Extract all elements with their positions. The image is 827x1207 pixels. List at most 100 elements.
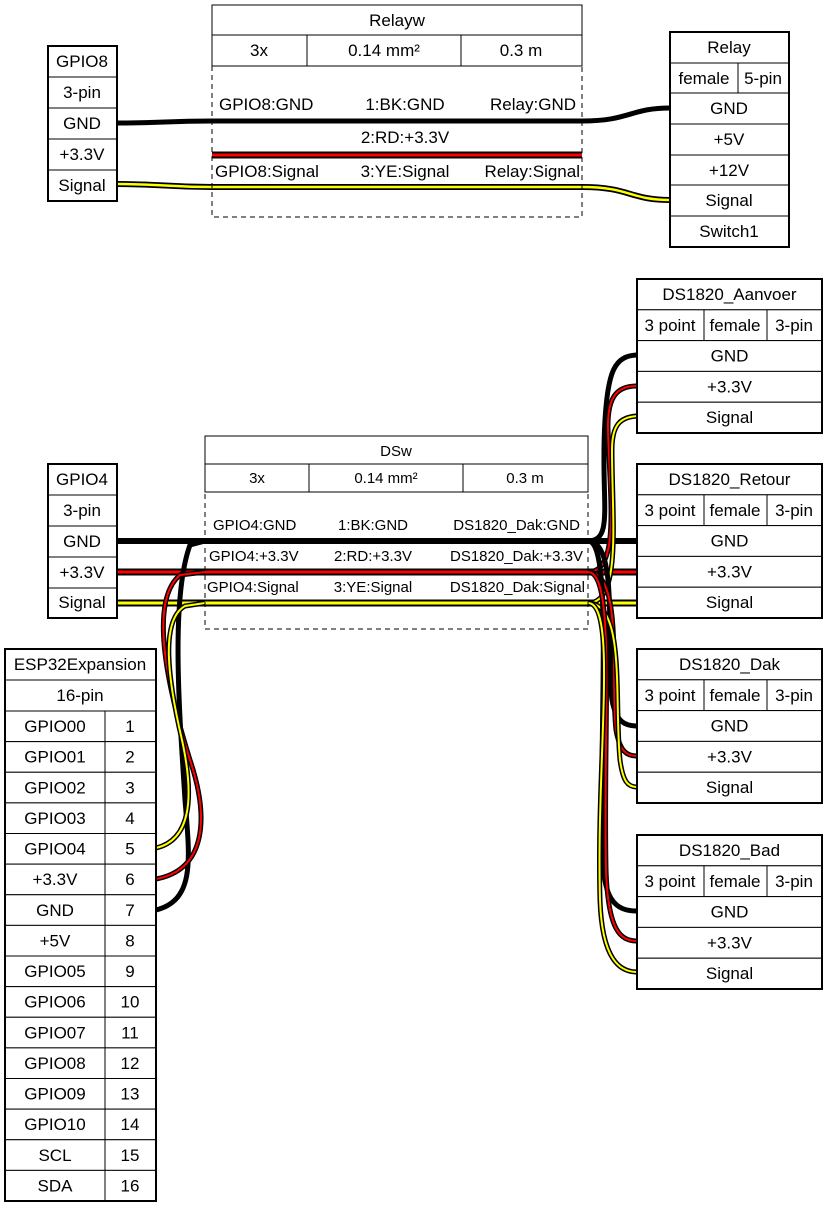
wire-esp32-loops <box>155 538 206 913</box>
pin-label: GPIO08 <box>24 1054 85 1073</box>
pin-label: +3.3V <box>33 870 79 889</box>
connector-type: 3-pin <box>63 501 101 520</box>
pin-label: GPIO00 <box>24 717 85 736</box>
pin-label: SCL <box>38 1146 71 1165</box>
connector-type: 3-pin <box>63 83 101 102</box>
pin-label: GPIO07 <box>24 1023 85 1042</box>
pin-label: +3.3V <box>707 747 753 766</box>
pin-label: +3.3V <box>707 562 753 581</box>
pin-label: Signal <box>58 593 105 612</box>
connector-name: GPIO8 <box>56 52 108 71</box>
pin-label: Signal <box>705 191 752 210</box>
pin-number: 13 <box>121 1085 140 1104</box>
pin-number: 10 <box>121 993 140 1012</box>
esp32-pin-row: GPIO06 10 <box>4 986 157 1018</box>
connector-name: DS1820_Dak <box>679 655 781 674</box>
pin-label: GPIO04 <box>24 840 85 859</box>
wire-label-right: Relay:Signal <box>485 162 580 181</box>
wire-label-mid: 2:RD:+3.3V <box>361 128 450 147</box>
pin-number: 4 <box>125 809 134 828</box>
connector-attr: female <box>709 686 760 705</box>
esp32-pin-row: SCL 15 <box>4 1139 157 1171</box>
cable-relayw-gauge: 0.14 mm² <box>348 41 420 60</box>
cable-relayw: Relayw 3x 0.14 mm² 0.3 m GPIO8:GND 1:BK:… <box>211 4 583 218</box>
connector-relay: Relay female 5-pin GND +5V +12V Signal S… <box>669 31 790 248</box>
pin-label: GPIO01 <box>24 748 85 767</box>
pin-number: 11 <box>121 1023 139 1042</box>
pin-number: 15 <box>121 1146 140 1165</box>
pin-label: +12V <box>709 161 750 180</box>
wire-label-left: GPIO4:GND <box>213 517 297 534</box>
connector-attr: 3-pin <box>775 686 813 705</box>
pin-number: 3 <box>125 778 134 797</box>
connector-name: DS1820_Bad <box>679 841 780 860</box>
pin-label: +3.3V <box>707 377 753 396</box>
cable-dsw: DSw 3x 0.14 mm² 0.3 m GPIO4:GND 1:BK:GND… <box>204 435 589 630</box>
pin-number: 14 <box>121 1115 140 1134</box>
esp32-pin-row: GPIO09 13 <box>4 1078 157 1110</box>
cable-dsw-gauge: 0.14 mm² <box>354 470 417 487</box>
pin-label: +3.3V <box>707 933 753 952</box>
connector-attr: 3 point <box>644 872 695 891</box>
connector-gpio8: GPIO8 3-pin GND +3.3V Signal <box>47 45 118 202</box>
pin-label: GPIO06 <box>24 993 85 1012</box>
pin-label: Signal <box>706 593 753 612</box>
pin-label: +5V <box>714 130 745 149</box>
wire-relayw-signal <box>116 181 671 203</box>
cable-dsw-name: DSw <box>380 443 412 460</box>
wire-label-left: GPIO4:+3.3V <box>209 548 299 565</box>
connector-name: DS1820_Aanvoer <box>662 285 797 304</box>
pin-label: +5V <box>40 931 71 950</box>
pin-label: Signal <box>706 964 753 983</box>
esp32-pin-row: GPIO07 11 <box>4 1016 157 1049</box>
pin-number: 6 <box>125 870 134 889</box>
connector-attr: 3-pin <box>775 501 813 520</box>
pin-label: Signal <box>58 176 105 195</box>
esp32-pin-row: GPIO05 9 <box>4 955 157 988</box>
cable-dsw-count: 3x <box>249 470 265 487</box>
pin-number: 7 <box>125 901 134 920</box>
connector-name: GPIO4 <box>56 470 108 489</box>
connector-name: ESP32Expansion <box>14 655 146 674</box>
esp32-pin-row: SDA 16 <box>4 1169 157 1202</box>
pin-label: GND <box>711 347 749 366</box>
wire-label-mid: 3:YE:Signal <box>361 162 450 181</box>
pin-label: GPIO02 <box>24 778 85 797</box>
cable-relayw-length: 0.3 m <box>500 41 543 60</box>
pin-label: GND <box>36 901 74 920</box>
pin-label: GND <box>711 717 749 736</box>
pin-label: GPIO03 <box>24 809 85 828</box>
wire-label-left: GPIO8:GND <box>219 95 313 114</box>
pin-label: GPIO05 <box>24 962 85 981</box>
connector-attr: female <box>709 316 760 335</box>
connector-gpio4: GPIO4 3-pin GND +3.3V Signal <box>47 463 118 619</box>
wire-label-left: GPIO4:Signal <box>207 579 299 596</box>
pin-label: GPIO09 <box>24 1085 85 1104</box>
wire-label-mid: 1:BK:GND <box>365 95 444 114</box>
pin-number: 16 <box>121 1176 140 1195</box>
pin-label: GND <box>710 99 748 118</box>
esp32-pin-row: GPIO02 3 <box>4 771 157 804</box>
pin-number: 9 <box>125 962 134 981</box>
pin-number: 1 <box>125 717 134 736</box>
esp32-pin-row: GND 7 <box>4 894 157 926</box>
connector-attr: 3-pin <box>775 316 813 335</box>
pin-label: +3.3V <box>60 145 106 164</box>
connector-attr: 5-pin <box>744 69 782 88</box>
pin-label: Signal <box>706 408 753 427</box>
pin-label: SDA <box>38 1176 74 1195</box>
esp32-pin-row: GPIO03 4 <box>4 802 157 834</box>
cable-relayw-count: 3x <box>250 41 268 60</box>
wire-label-right: DS1820_Dak:Signal <box>450 579 585 596</box>
esp32-pin-row: GPIO00 1 <box>4 710 157 743</box>
